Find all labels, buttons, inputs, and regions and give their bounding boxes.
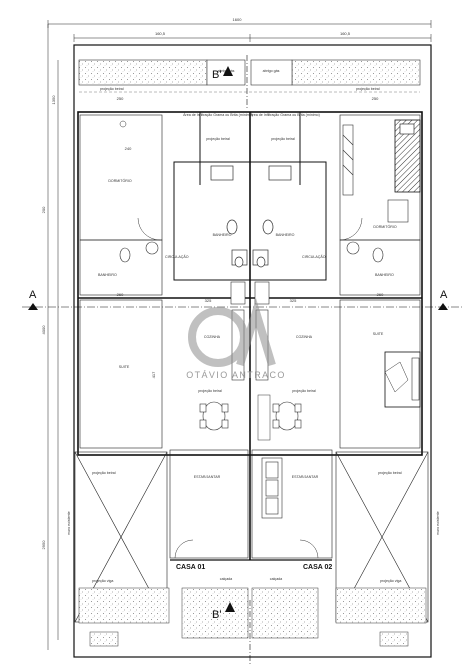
- toilet-right-icon: [372, 247, 384, 263]
- projecao-beiral-mid-left: projeção beiral: [198, 389, 222, 393]
- sink-right-icon: [346, 241, 360, 255]
- door-swing-casa01: [174, 539, 194, 559]
- projecao-beiral-garage-left: projeção beiral: [92, 471, 116, 475]
- center-service-block: [173, 111, 327, 281]
- dim-325-right: 325: [290, 298, 297, 303]
- cozinha-left-label: COZINHA: [204, 335, 221, 339]
- cozinha-right-label: COZINHA: [296, 335, 313, 339]
- dim-half-left: 160,5: [155, 31, 166, 36]
- dining-table-left-icon: [199, 401, 229, 431]
- estar-right-room: [251, 449, 333, 559]
- door-swing-right-dorm: [339, 217, 363, 241]
- dim-260-right: 260: [377, 292, 384, 297]
- infiltration-strip-top-left: [78, 59, 208, 86]
- gas-shelter-left: [206, 59, 246, 86]
- infiltration-strip-top-right: [291, 59, 421, 86]
- projecao-beiral-garage-right: projeção beiral: [378, 471, 402, 475]
- dim-left-upper: 200: [41, 206, 46, 213]
- section-a-left-label: A: [29, 289, 37, 301]
- projecao-viga-right: projeção viga: [380, 579, 401, 583]
- infiltration-strip-bottom-center-right: [251, 587, 319, 639]
- section-b-marker-top: B': [212, 55, 248, 110]
- muro-existente-left: muro existente: [67, 511, 71, 535]
- gas-shelter-right: [250, 59, 293, 86]
- door-swing-casa02: [299, 539, 319, 559]
- dormitorio-left-room: [79, 114, 163, 241]
- casa-02-label: CASA 02: [303, 564, 332, 571]
- banheiro-left-label: BANHEIRO: [98, 273, 117, 277]
- watermark-text: OTÁVIO ANTRACO: [186, 370, 286, 380]
- calcada-right-label: calçada: [270, 577, 282, 581]
- dim-left-mid: 4000: [41, 325, 46, 335]
- center-fixtures: [210, 165, 292, 268]
- section-b-bottom-label: B': [212, 609, 221, 621]
- projecao-beiral-center-right: projeção beiral: [271, 137, 295, 141]
- sink-left-icon: [145, 241, 159, 255]
- watermark-logo: [188, 298, 276, 367]
- infiltration-strip-bottom-left: [78, 587, 170, 624]
- infiltration-box-right: [379, 631, 409, 647]
- projecao-beiral-mid-right: projeção beiral: [292, 389, 316, 393]
- projecao-beiral-top-right: projeção beiral: [356, 87, 380, 91]
- section-b-top-label: B': [212, 69, 221, 81]
- bed-pillows-icon: [411, 357, 420, 401]
- top-dimension-lines: [47, 20, 432, 650]
- infiltration-box-left: [89, 631, 119, 647]
- area-infiltracao-left: Área de Infiltração Grama ou Brita (míni…: [183, 113, 253, 117]
- suite-left-label: SUITE: [119, 365, 130, 369]
- pillow-icon: [399, 123, 415, 135]
- dim-left-side: 1350: [51, 95, 56, 105]
- dim-overall-width: 1600: [233, 17, 243, 22]
- banheiro-right-room: [339, 239, 421, 296]
- dim-417: 417: [151, 371, 156, 378]
- suite-left-room: [79, 299, 163, 449]
- projecao-viga-left: projeção viga: [92, 579, 113, 583]
- casa-01-label: CASA 01: [176, 564, 205, 571]
- muro-existente-right: muro existente: [436, 511, 440, 535]
- dining-table-right-icon: [272, 401, 302, 431]
- desk-right-icon: [387, 199, 409, 223]
- area-infiltracao-right: Área de Infiltração Grama ou Brita (míni…: [250, 113, 320, 117]
- dim-250-left: 250: [117, 96, 124, 101]
- estar-left-label: ESTAR/JANTAR: [194, 475, 221, 479]
- sofa-right-icon: [261, 457, 283, 519]
- estar-left-room: [169, 449, 249, 559]
- bed-cover-icon: [384, 361, 409, 393]
- section-a-marker: [22, 303, 462, 310]
- counter-right-icon: [257, 394, 271, 441]
- dim-325-left: 325: [205, 298, 212, 303]
- banheiro-center-right: BANHEIRO: [276, 233, 295, 237]
- projecao-beiral-center-left: projeção beiral: [206, 137, 230, 141]
- banheiro-right-label: BANHEIRO: [375, 273, 394, 277]
- dim-left-lower: 2950: [41, 540, 46, 550]
- banheiro-center-left: BANHEIRO: [213, 233, 232, 237]
- banheiro-left-room: [79, 239, 163, 296]
- door-swing-left-dorm: [137, 217, 161, 241]
- dim-250-right: 250: [372, 96, 379, 101]
- dim-260-left: 260: [117, 292, 124, 297]
- bed-right-dorm-icon: [394, 119, 421, 193]
- section-b-marker-bottom: B': [212, 600, 251, 665]
- infiltration-strip-bottom-center-left: [181, 587, 249, 639]
- lot-boundary: [73, 44, 432, 658]
- section-a-right-label: A: [440, 289, 448, 301]
- abrigo-gas-right-label: abrigo gás: [263, 69, 280, 73]
- dormitorio-right-label: DORMITÓRIO: [373, 224, 397, 229]
- toilet-left-icon: [119, 247, 131, 263]
- dim-half-right: 160,5: [340, 31, 351, 36]
- projecao-beiral-top-left: projeção beiral: [100, 87, 124, 91]
- suite-right-label: SUITE: [373, 332, 384, 336]
- door-marker-icon: [119, 120, 127, 128]
- estar-right-label: ESTAR/JANTAR: [292, 475, 319, 479]
- circulacao-right-label: CIRCULAÇÃO: [302, 254, 326, 259]
- infiltration-strip-bottom-right: [335, 587, 427, 624]
- dormitorio-left-label: DORMITÓRIO: [108, 178, 132, 183]
- calcada-left-label: calçada: [220, 577, 232, 581]
- dim-240-left: 240: [125, 146, 132, 151]
- wardrobe-right-icon: [342, 124, 354, 196]
- circulacao-left-label: CIRCULAÇÃO: [165, 254, 189, 259]
